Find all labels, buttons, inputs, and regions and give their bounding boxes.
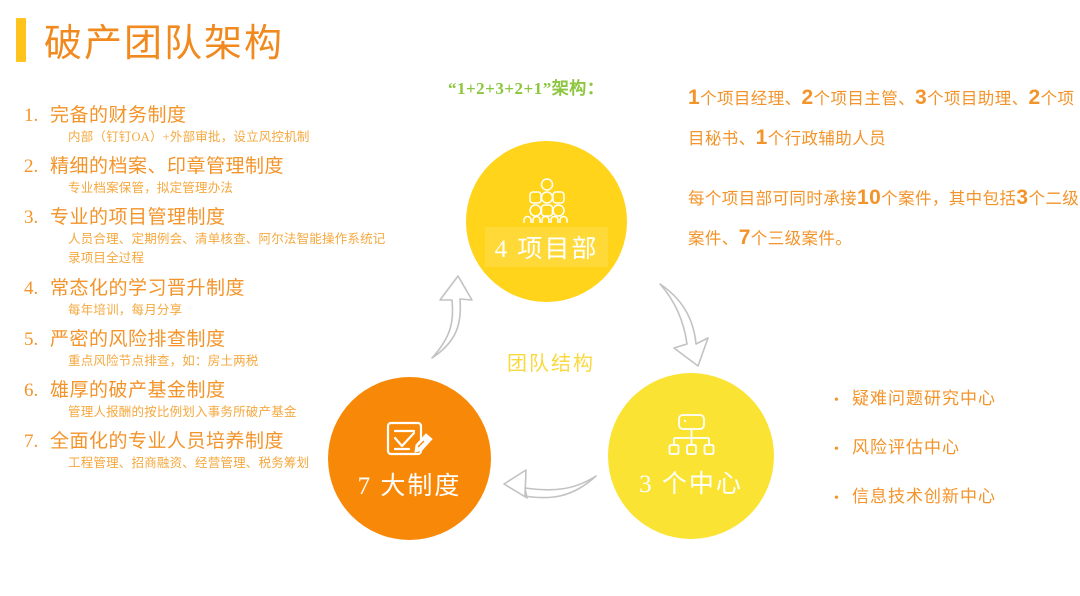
title-accent-bar (16, 17, 26, 62)
cycle-arrow-bottom-icon (496, 462, 608, 519)
list-item-title: 完备的财务制度 (50, 105, 187, 126)
diagram-center-label: 团队结构 (507, 353, 595, 375)
list-item-subtitle: 工程管理、招商融资、经营管理、税务筹划 (68, 455, 310, 470)
architecture-paragraph-2: 每个项目部可同时承接10个案件，其中包括3个二级案件、7个三级案件。 (688, 186, 1080, 249)
center-label: 信息技术创新中心 (852, 487, 996, 506)
list-item-title: 专业的项目管理制度 (50, 207, 226, 229)
list-item: 2. 精细的档案、印章管理制度 专业档案保管，拟定管理办法 (18, 155, 418, 198)
circle-three-centers[interactable]: 3 个中心 (608, 373, 774, 539)
list-item-subtitle: 专业档案保管，拟定管理办法 (68, 180, 234, 195)
list-item-subtitle: 重点风险节点排查，如：房土两税 (68, 353, 259, 368)
bullet-icon: • (834, 442, 840, 457)
list-item-subtitle: 人员合理、定期例会、清单核查、阿尔法智能操作系统记录项目全过程 (68, 232, 386, 266)
org-tree-icon (663, 412, 719, 462)
list-item-title: 全面化的专业人员培养制度 (50, 431, 285, 453)
list-item: 6. 雄厚的破产基金制度 管理人报酬的按比例划入事务所破产基金 (18, 379, 418, 422)
list-item: 7. 全面化的专业人员培养制度 工程管理、招商融资、经营管理、税务筹划 (18, 430, 418, 473)
list-item-title: 严密的风险排查制度 (50, 328, 226, 350)
center-label: 风险评估中心 (852, 438, 960, 457)
title-text: 破产团队架构 (44, 23, 285, 65)
bullet-icon: • (834, 491, 840, 506)
policy-list: 1. 完备的财务制度 内部（钉钉OA）+外部审批，设立风控机制 2. 精细的档案… (18, 104, 418, 481)
architecture-paragraph-1: 1个项目经理、2个项目主管、3个项目助理、2个项目秘书、1个行政辅助人员 (688, 86, 1075, 149)
cycle-arrow-right-icon (650, 278, 728, 378)
list-item: 4. 常态化的学习晋升制度 每年培训，每月分享 (18, 277, 418, 320)
bullet-icon: • (834, 393, 840, 408)
list-item-number: 2. (24, 156, 39, 178)
list-item-subtitle: 内部（钉钉OA）+外部审批，设立风控机制 (68, 129, 310, 144)
circle-label-project-department: 4 项目部 (484, 226, 609, 267)
list-item-subtitle: 每年培训，每月分享 (68, 302, 183, 317)
list-item: 3. 专业的项目管理制度 人员合理、定期例会、清单核查、阿尔法智能操作系统记录项… (18, 206, 418, 269)
list-item-number: 4. (24, 277, 39, 299)
list-item: 1. 完备的财务制度 内部（钉钉OA）+外部审批，设立风控机制 (18, 104, 418, 147)
list-item-number: 7. (24, 431, 39, 453)
circle-label-seven-systems: 7 大制度 (357, 472, 462, 500)
org-people-pyramid-icon (517, 177, 577, 225)
list-item: 5. 严密的风险排查制度 重点风险节点排查，如：房土两税 (18, 328, 418, 371)
centers-list: • 疑难问题研究中心 • 风险评估中心 • 信息技术创新中心 (834, 384, 1074, 531)
list-item-number: 6. (24, 380, 39, 401)
list-item: • 风险评估中心 (834, 433, 1074, 458)
circle-label-three-centers: 3 个中心 (639, 471, 743, 498)
circle-project-department[interactable]: 4 项目部 (466, 141, 627, 302)
list-item: • 疑难问题研究中心 (834, 384, 1074, 409)
circle-seven-systems[interactable]: 7 大制度 (328, 377, 491, 540)
list-item-title: 常态化的学习晋升制度 (50, 277, 246, 299)
list-item-number: 3. (24, 207, 39, 229)
center-label: 疑难问题研究中心 (852, 389, 996, 408)
page-title: 破产团队架构 (16, 12, 284, 67)
cycle-arrow-left-icon (410, 270, 480, 370)
list-item-number: 1. (24, 105, 39, 126)
list-item: • 信息技术创新中心 (834, 482, 1074, 507)
list-item-title: 雄厚的破产基金制度 (50, 380, 226, 401)
clipboard-pen-icon (383, 416, 437, 464)
list-item-title: 精细的档案、印章管理制度 (50, 156, 285, 178)
list-item-number: 5. (24, 328, 39, 350)
architecture-label: “1+2+3+2+1”架构： (448, 79, 605, 98)
list-item-subtitle: 管理人报酬的按比例划入事务所破产基金 (68, 404, 297, 419)
